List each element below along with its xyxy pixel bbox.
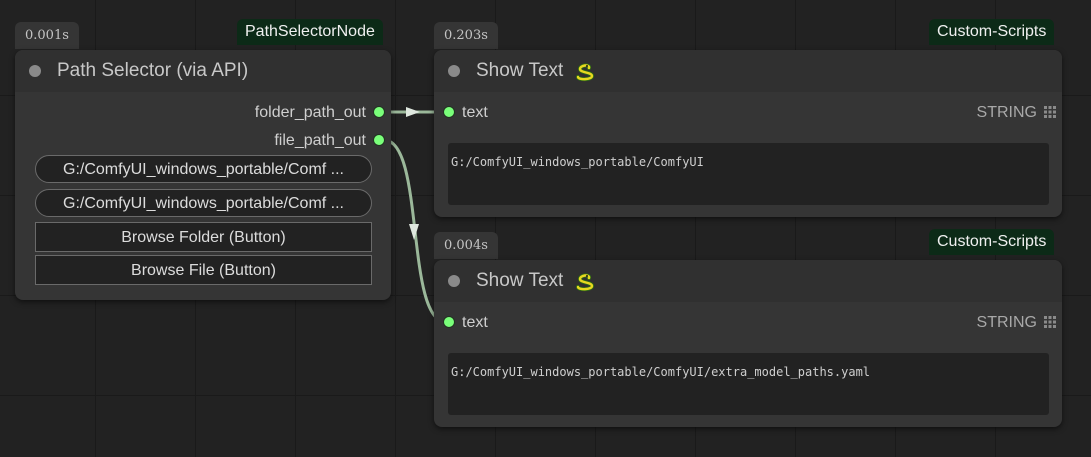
node-title: Path Selector (via API) xyxy=(57,60,249,81)
execution-time-badge: 0.004s xyxy=(434,232,498,259)
collapse-dot-icon[interactable] xyxy=(448,275,460,287)
node-title-bar[interactable]: Path Selector (via API) xyxy=(15,50,391,92)
path-selector-node[interactable]: Path Selector (via API) folder_path_out … xyxy=(15,50,391,300)
node-title-bar[interactable]: Show Text xyxy=(434,260,1062,302)
browse-folder-button[interactable]: Browse Folder (Button) xyxy=(35,222,372,252)
show-text-node-2[interactable]: Show Text text STRING G:/ComfyUI_windows… xyxy=(434,260,1062,427)
collapse-dot-icon[interactable] xyxy=(29,65,41,77)
node-title: Show Text xyxy=(476,270,564,291)
input-slot-text[interactable] xyxy=(443,316,455,328)
grid-icon[interactable] xyxy=(1044,106,1056,118)
text-output-area[interactable]: G:/ComfyUI_windows_portable/ComfyUI xyxy=(448,143,1049,205)
node-title: Show Text xyxy=(476,60,564,81)
link-arrow-1 xyxy=(406,107,420,117)
node-title-bar[interactable]: Show Text xyxy=(434,50,1062,92)
show-text-node-1[interactable]: Show Text text STRING G:/ComfyUI_windows… xyxy=(434,50,1062,217)
link-arrow-2 xyxy=(409,224,419,240)
snake-icon xyxy=(576,273,595,292)
output-slot-folder-path[interactable] xyxy=(373,106,385,118)
input-type-label: STRING xyxy=(976,104,1037,121)
node-pack-badge: PathSelectorNode xyxy=(237,19,383,45)
input-label-text: text xyxy=(462,314,488,331)
input-label-text: text xyxy=(462,104,488,121)
output-label-folder-path: folder_path_out xyxy=(254,104,366,121)
snake-icon xyxy=(576,63,595,82)
input-type-label: STRING xyxy=(976,314,1037,331)
browse-file-button[interactable]: Browse File (Button) xyxy=(35,255,372,285)
execution-time-badge: 0.001s xyxy=(15,22,79,49)
file-path-widget[interactable]: G:/ComfyUI_windows_portable/Comf ... xyxy=(35,189,372,217)
output-slot-file-path[interactable] xyxy=(373,134,385,146)
input-slot-text[interactable] xyxy=(443,106,455,118)
node-pack-badge: Custom-Scripts xyxy=(929,19,1055,45)
node-pack-badge: Custom-Scripts xyxy=(929,229,1055,255)
collapse-dot-icon[interactable] xyxy=(448,65,460,77)
folder-path-widget[interactable]: G:/ComfyUI_windows_portable/Comf ... xyxy=(35,155,372,183)
text-output-area[interactable]: G:/ComfyUI_windows_portable/ComfyUI/extr… xyxy=(448,353,1049,415)
execution-time-badge: 0.203s xyxy=(434,22,498,49)
output-label-file-path: file_path_out xyxy=(274,132,366,149)
grid-icon[interactable] xyxy=(1044,316,1056,328)
